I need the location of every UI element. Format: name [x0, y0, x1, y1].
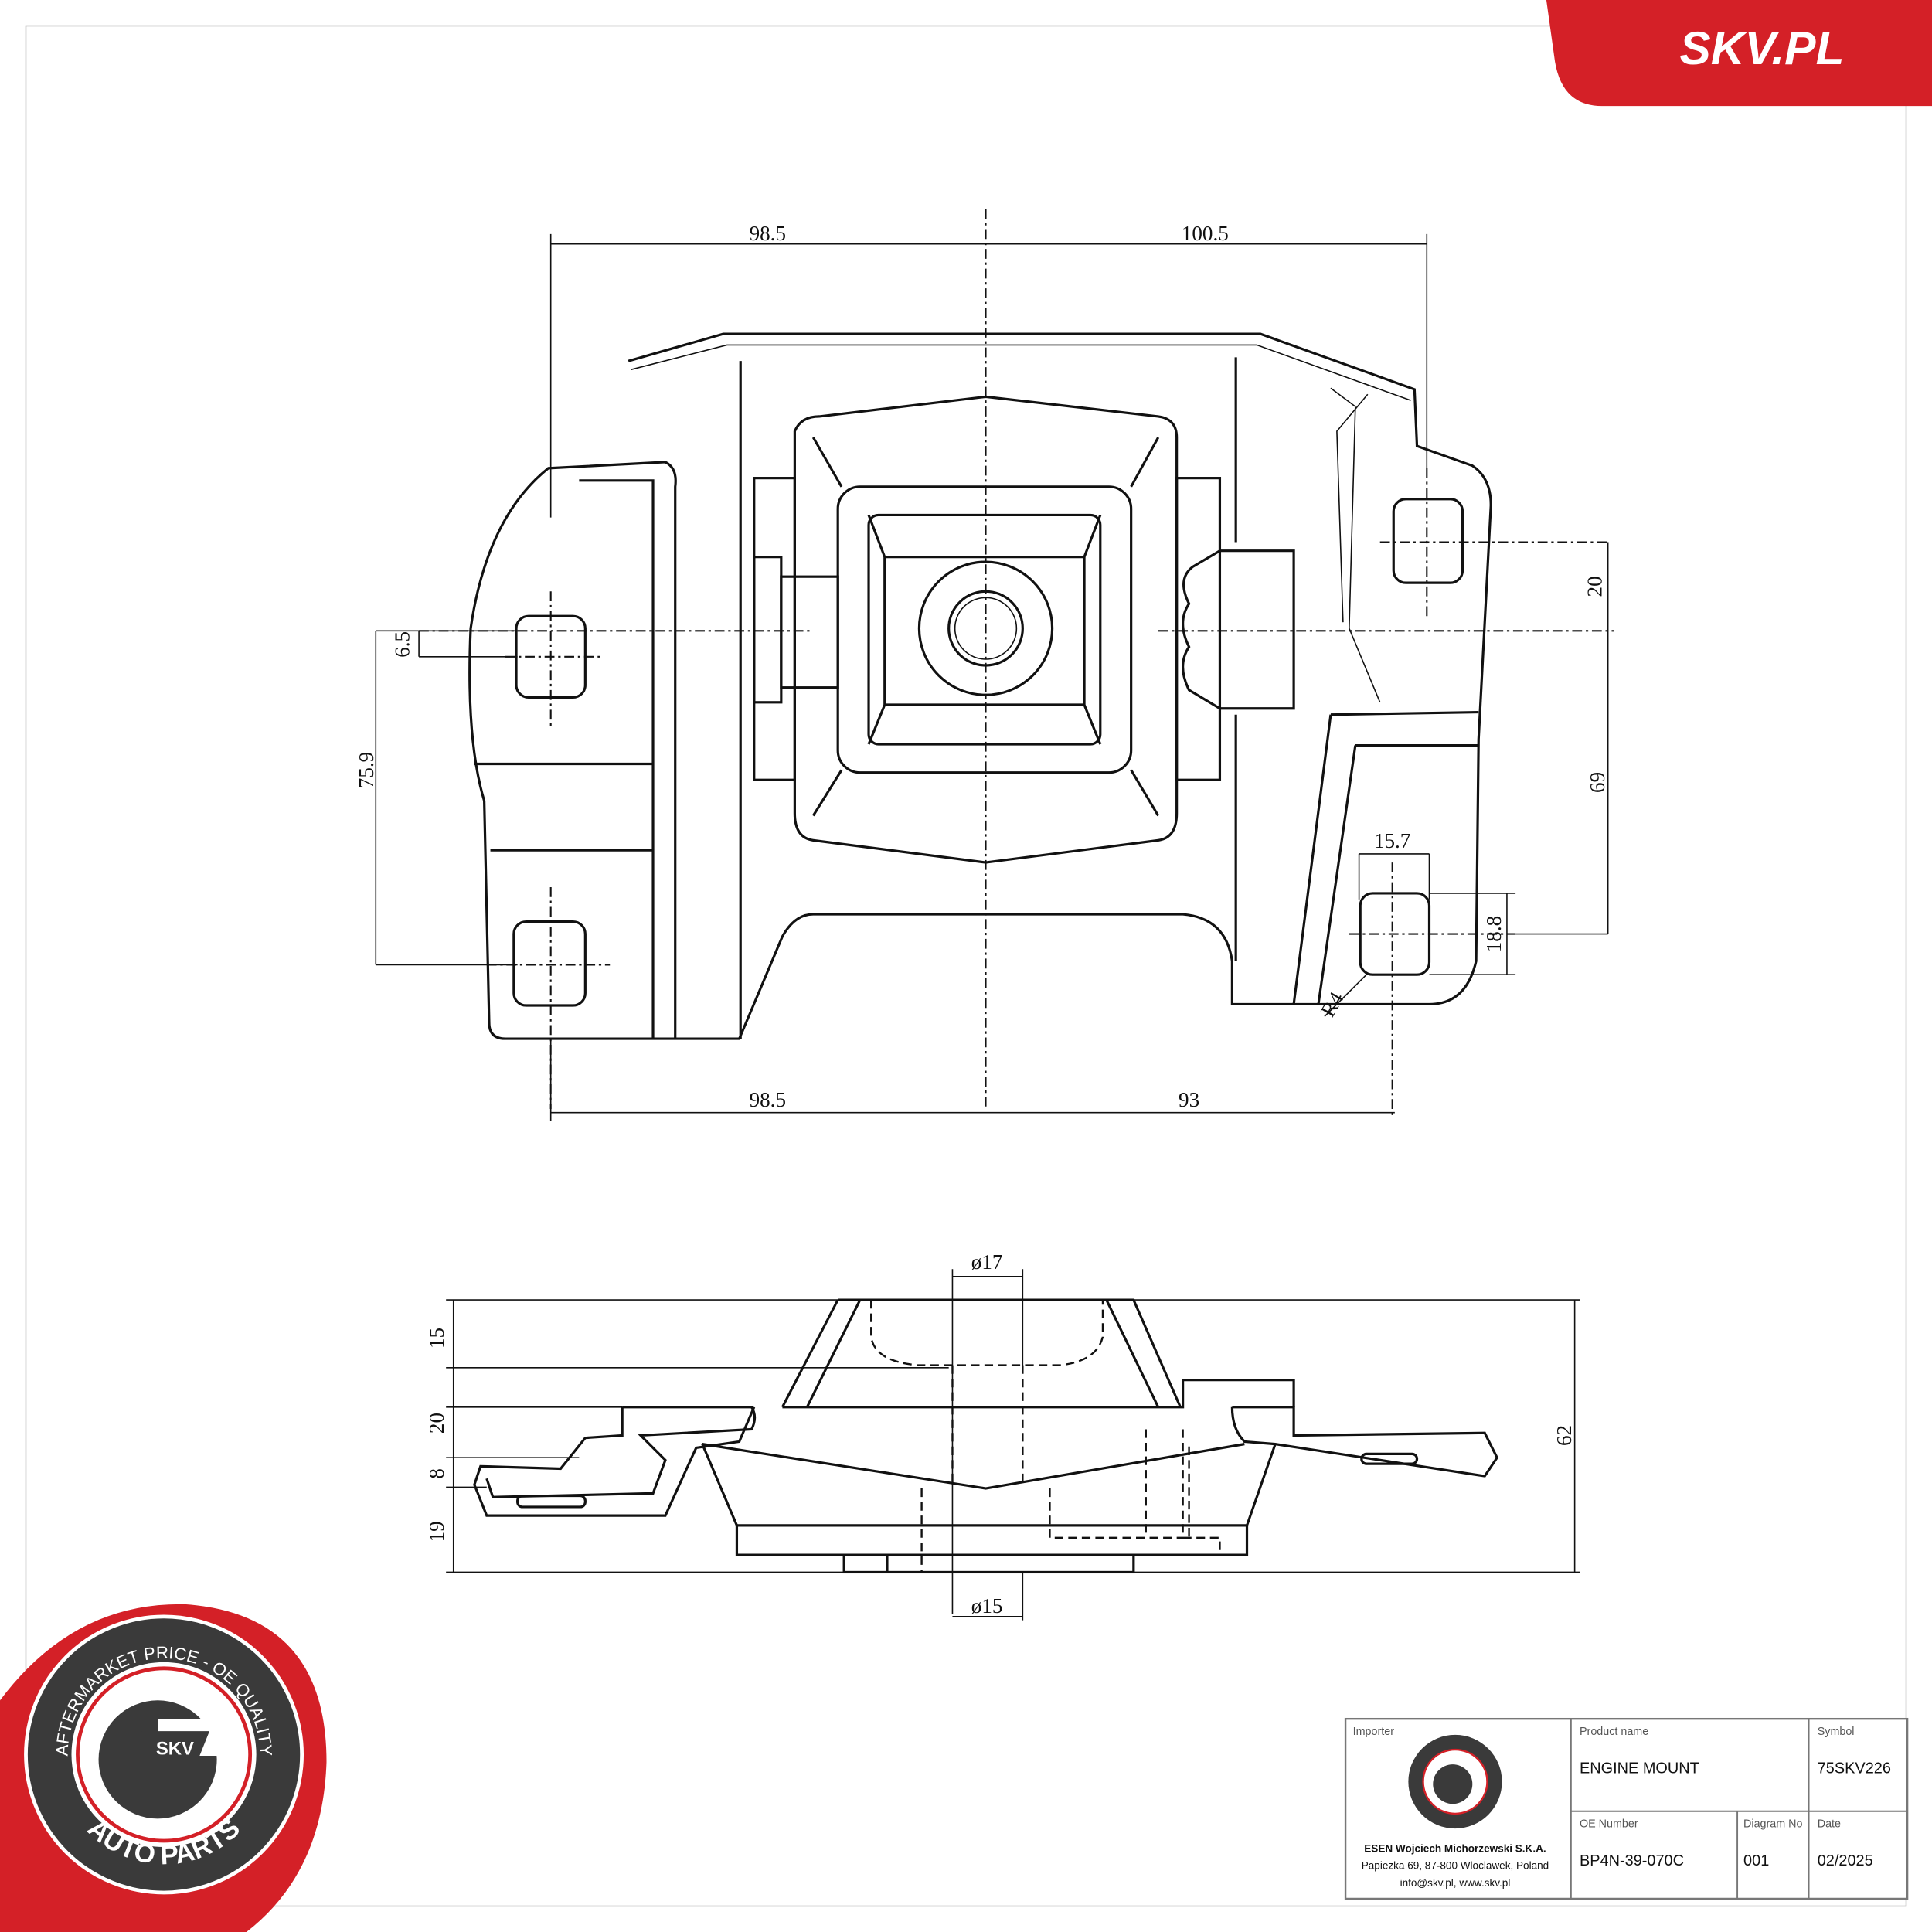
oe-value: BP4N-39-070C: [1580, 1852, 1684, 1869]
dim-h3: 8: [425, 1468, 448, 1479]
title-block: Importer ESEN Wojciech Michorzewski S.K.…: [1344, 1717, 1909, 1900]
dim-left-vertical: 75.9: [355, 752, 378, 788]
importer-label: Importer: [1353, 1726, 1395, 1738]
dim-top-diameter: ø17: [971, 1250, 1003, 1274]
dim-right-upper: 20: [1583, 576, 1607, 597]
product-name: ENGINE MOUNT: [1580, 1760, 1699, 1777]
dim-h1: 15: [425, 1328, 448, 1349]
importer-address: Papiezka 69, 87-800 Wloclawek, Poland: [1362, 1860, 1549, 1872]
symbol-label: Symbol: [1818, 1726, 1855, 1738]
brand-site-text: SKV.PL: [1679, 22, 1844, 74]
dim-hole-width: 15.7: [1374, 829, 1410, 852]
badge-center-text: SKV: [156, 1738, 194, 1759]
side-view: ø17 ø15 15 20 8 19 62: [425, 1250, 1580, 1621]
date-value: 02/2025: [1818, 1852, 1873, 1869]
date-label: Date: [1818, 1818, 1841, 1830]
dim-right-vertical: 69: [1586, 772, 1609, 793]
product-label: Product name: [1580, 1726, 1648, 1738]
top-view: 98.5 100.5 98.5 93 15.7 6.5 75.9 20 69 1…: [355, 209, 1614, 1121]
dim-left-top: 98.5: [750, 222, 786, 245]
importer-gear-icon: [1433, 1764, 1473, 1804]
dim-right-top: 100.5: [1182, 222, 1229, 245]
dim-bottom-diameter: ø15: [971, 1594, 1003, 1617]
oe-label: OE Number: [1580, 1818, 1638, 1830]
importer-contact: info@skv.pl, www.skv.pl: [1400, 1877, 1511, 1889]
dim-total-height: 62: [1553, 1425, 1576, 1446]
brand-tab: SKV.PL: [1546, 0, 1932, 107]
dim-hole-offset: 6.5: [390, 631, 413, 658]
skv-badge-logo: SKV AFTERMARKET PRICE - OE QUALITY AUTO …: [0, 1604, 327, 1932]
page-frame: [25, 25, 1907, 1907]
dim-h4: 19: [425, 1521, 448, 1542]
dim-hole-height: 18.8: [1482, 916, 1505, 952]
diagram-value: 001: [1743, 1852, 1769, 1869]
symbol-value: 75SKV226: [1818, 1760, 1891, 1777]
dim-h2: 20: [425, 1413, 448, 1434]
importer-name: ESEN Wojciech Michorzewski S.K.A.: [1364, 1842, 1546, 1854]
dim-right-bottom: 93: [1179, 1088, 1199, 1111]
dim-left-bottom: 98.5: [750, 1088, 786, 1111]
diagram-label: Diagram No: [1743, 1818, 1802, 1830]
